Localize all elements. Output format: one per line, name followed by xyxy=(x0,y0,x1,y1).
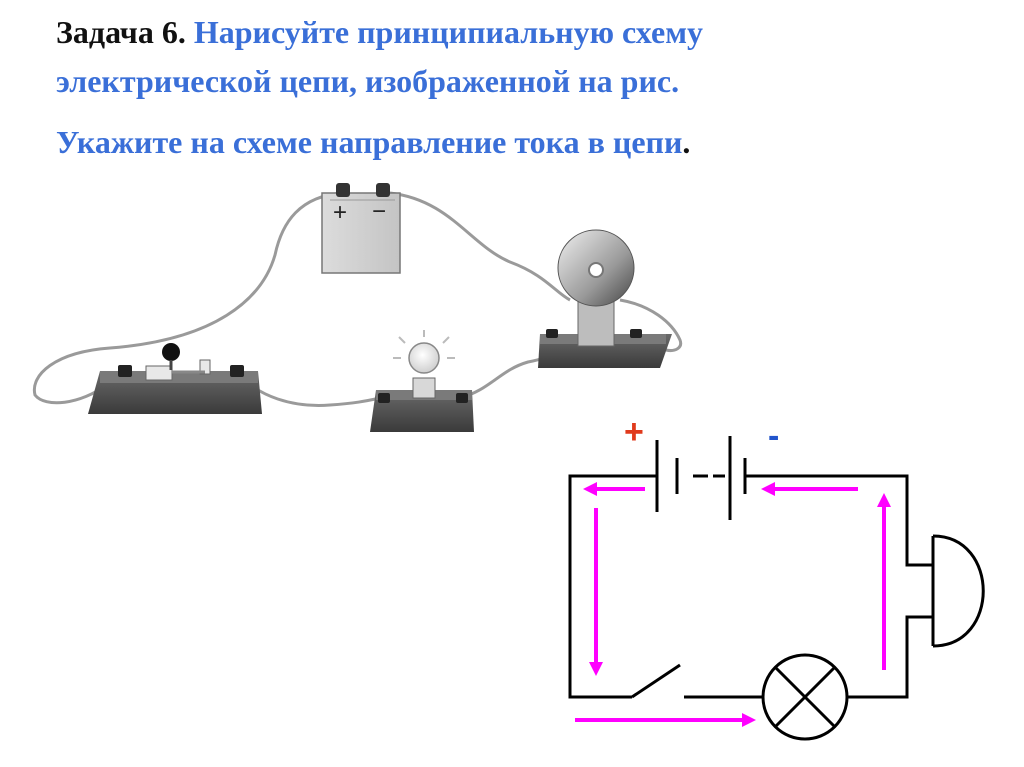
arrow-bottom xyxy=(575,713,756,727)
schematic-wire-right-bottom xyxy=(847,615,933,699)
bell-illustration xyxy=(538,229,672,368)
task-line-2: электрической цепи, изображенной на рис. xyxy=(56,63,680,99)
arrow-top-left xyxy=(583,482,645,496)
battery-illustration-minus: − xyxy=(372,198,387,225)
battery-symbol xyxy=(655,436,747,520)
wire-switch-to-lamp xyxy=(240,376,386,407)
battery-illustration-plus: + xyxy=(333,199,348,226)
lamp-symbol xyxy=(761,653,849,741)
task-line-1: Нарисуйте принципиальную схему xyxy=(193,14,703,50)
task-line-3: Укажите на схеме направление тока в цепи xyxy=(56,124,683,160)
switch-illustration xyxy=(88,343,262,414)
wire-battery-to-switch xyxy=(32,191,344,405)
current-arrows xyxy=(575,482,891,727)
task-text: Задача 6. Нарисуйте принципиальную схему… xyxy=(56,8,996,167)
lamp-illustration xyxy=(370,330,474,432)
task-line-3-period: . xyxy=(682,124,691,160)
task-number: Задача 6. xyxy=(56,14,186,50)
lamp-rays xyxy=(393,330,455,359)
arrow-top-right xyxy=(761,482,858,496)
battery-plus-label: + xyxy=(624,413,644,451)
wire-bell-back xyxy=(619,298,683,352)
battery-minus-label: - xyxy=(768,417,780,455)
arrow-left-down xyxy=(589,508,603,676)
wire-battery-to-bell xyxy=(389,191,571,302)
battery-illustration xyxy=(321,183,401,274)
arrow-right-up xyxy=(877,493,891,670)
schematic xyxy=(568,436,985,741)
switch-symbol xyxy=(631,663,681,699)
illustration xyxy=(32,183,683,432)
schematic-wire-right-top xyxy=(745,474,933,567)
bell-symbol xyxy=(931,534,985,648)
schematic-wire-left xyxy=(568,474,657,699)
